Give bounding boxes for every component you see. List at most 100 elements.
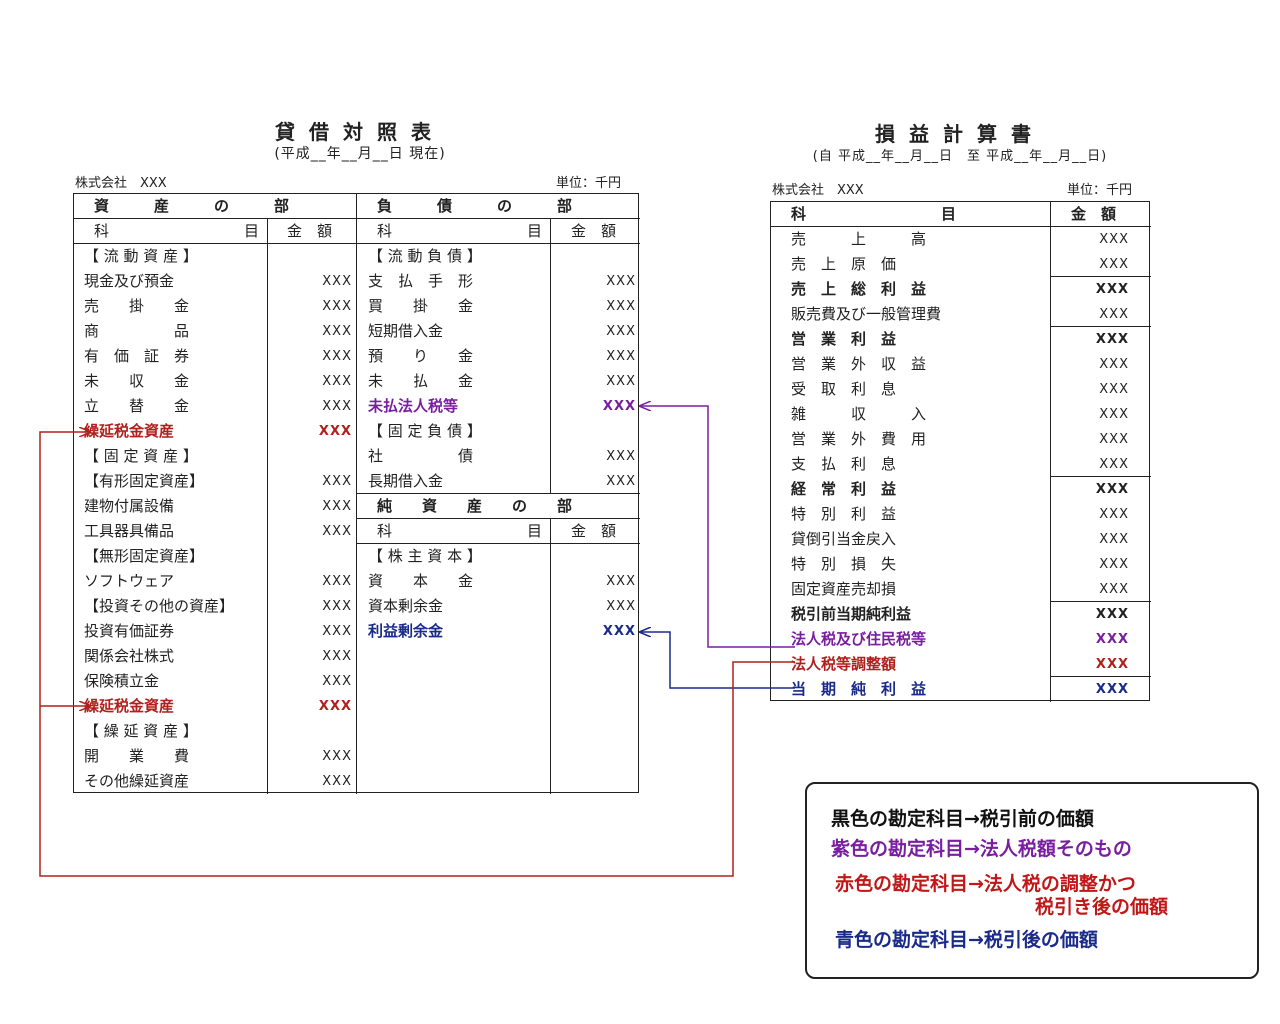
row-label: 受 取 利 息 <box>791 380 897 398</box>
row-amount: XXX <box>1099 382 1129 397</box>
row-amount: XXX <box>606 449 636 464</box>
row-divider <box>1050 601 1151 602</box>
table-row: 開 業 費 XXX <box>74 744 638 769</box>
row-divider <box>1050 326 1151 327</box>
table-row: ソフトウェア XXX <box>74 569 638 594</box>
table-row: 工具器具備品 XXX <box>74 519 638 544</box>
row-amount: XXX <box>1095 482 1129 497</box>
row-amount: XXX <box>322 524 352 539</box>
row-label: 預 り 金 <box>368 347 474 365</box>
row-label: 営 業 外 収 益 <box>791 355 927 373</box>
row-label: 商 品 <box>84 322 190 340</box>
table-row: 【投資その他の資産】 XXX <box>74 594 638 619</box>
row-label: その他繰延資産 <box>84 772 190 790</box>
table-row: 商 品 XXX <box>74 319 638 344</box>
row-label: 未 払 金 <box>368 372 474 390</box>
table-row: 売 上 高 XXX <box>771 227 1149 252</box>
pl-col-amount: 金 額 <box>1071 205 1117 223</box>
row-label: 雑 収 入 <box>791 405 927 423</box>
row-amount: XXX <box>1099 357 1129 372</box>
table-row: 営 業 外 収 益 XXX <box>771 352 1149 377</box>
row-label: 販売費及び一般管理費 <box>791 305 942 323</box>
row-amount: XXX <box>606 599 636 614</box>
row-amount: XXX <box>322 749 352 764</box>
table-row: 【 固 定 資 産 】 <box>74 444 638 469</box>
red-arrow <box>39 432 795 877</box>
table-row: 受 取 利 息 XXX <box>771 377 1149 402</box>
row-amount: XXX <box>1099 457 1129 472</box>
color-legend: 黒色の勘定科目→税引前の価額 紫色の勘定科目→法人税額そのもの 赤色の勘定科目→… <box>805 782 1259 979</box>
table-row: 支 払 利 息 XXX <box>771 452 1149 477</box>
row-label: 立 替 金 <box>84 397 190 415</box>
row-divider <box>1050 276 1151 277</box>
table-row: 資 本 金 XXX <box>74 569 638 594</box>
row-label: 【 固 定 負 債 】 <box>368 422 482 440</box>
table-row: 関係会社株式 XXX <box>74 644 638 669</box>
row-label: 営 業 外 費 用 <box>791 430 927 448</box>
asset-col-subject: 科 目 <box>94 222 260 240</box>
row-label: 繰延税金資産 <box>84 422 175 440</box>
row-amount: XXX <box>1099 582 1129 597</box>
row-label: 税引前当期純利益 <box>791 605 912 623</box>
table-row: 【 流 動 負 債 】 <box>74 244 638 269</box>
row-label: 特 別 損 失 <box>791 555 897 573</box>
row-label: 資 本 金 <box>368 572 474 590</box>
row-label: 有 価 証 券 <box>84 347 190 365</box>
table-row: 【有形固定資産】XXX <box>74 469 638 494</box>
row-amount: XXX <box>322 374 352 389</box>
row-label: 工具器具備品 <box>84 522 175 540</box>
row-label: 売 上 総 利 益 <box>791 280 927 298</box>
row-label: 売 上 高 <box>791 230 927 248</box>
row-label: 【 株 主 資 本 】 <box>368 547 482 565</box>
row-amount: XXX <box>602 399 636 414</box>
row-label: 開 業 費 <box>84 747 190 765</box>
row-label: 未払法人税等 <box>368 397 459 415</box>
row-amount: XXX <box>1095 607 1129 622</box>
row-amount: XXX <box>1095 682 1129 697</box>
row-label: 【投資その他の資産】 <box>84 597 235 615</box>
row-divider <box>1050 676 1151 677</box>
table-row: 未払法人税等 XXX <box>74 394 638 419</box>
asset-header: 資 産 の 部 <box>94 197 290 215</box>
liab-header: 負 債 の 部 <box>377 197 573 215</box>
row-label: 利益剰余金 <box>368 622 444 640</box>
row-amount: XXX <box>1099 232 1129 247</box>
pl-title: 損益計算書 <box>875 122 1045 146</box>
row-amount: XXX <box>606 574 636 589</box>
row-label: ソフトウェア <box>84 572 175 590</box>
row-amount: XXX <box>322 499 352 514</box>
liab-col-amount: 金 額 <box>571 222 617 240</box>
row-amount: XXX <box>1099 557 1129 572</box>
row-label: 買 掛 金 <box>368 297 474 315</box>
row-label: 【 流 動 負 債 】 <box>368 247 482 265</box>
row-amount: XXX <box>606 374 636 389</box>
row-amount: XXX <box>606 474 636 489</box>
legend-black: 黒色の勘定科目→税引前の価額 <box>831 808 1094 830</box>
row-amount: XXX <box>1099 507 1129 522</box>
row-amount: XXX <box>322 649 352 664</box>
legend-blue: 青色の勘定科目→税引後の価額 <box>835 929 1098 951</box>
row-amount: XXX <box>322 274 352 289</box>
row-amount: XXX <box>606 324 636 339</box>
row-amount: XXX <box>1099 257 1129 272</box>
balance-sheet-table: 資 産 の 部 負 債 の 部 科 目 金 額 科 目 金 額 純 資 産 の … <box>73 193 640 794</box>
table-row: 特 別 損 失 XXX <box>771 552 1149 577</box>
row-label: 支 払 利 息 <box>791 455 897 473</box>
row-label: 関係会社株式 <box>84 647 175 665</box>
